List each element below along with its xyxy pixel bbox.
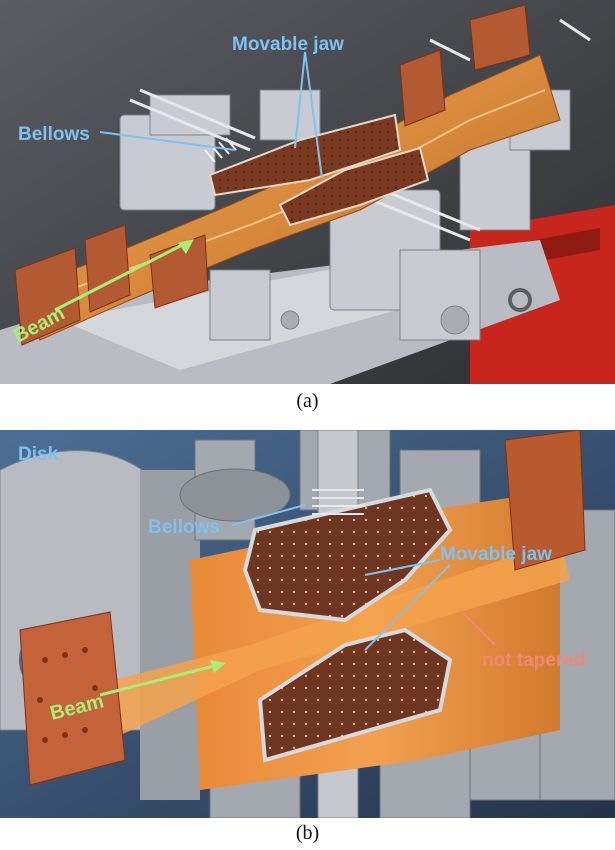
flange-bolts: [37, 647, 98, 743]
panel-b-illustration: Disk Bellows Movable jaw not tapered Bea…: [0, 430, 615, 818]
caption-a: (a): [296, 390, 319, 412]
label-disk-b: Disk: [18, 444, 59, 465]
beam-arrow-head-a: [178, 239, 194, 254]
annotation-lines-b: [231, 504, 451, 651]
beam-arrow-line-a: [54, 240, 189, 312]
steel-mechanisms: [119, 89, 571, 341]
movable-jaw-lower-b: [257, 627, 453, 763]
right-flange-b: [504, 430, 586, 571]
beam-arrow-line-b: [99, 663, 219, 697]
panel-a: Movable jaw Bellows Beam: [0, 0, 615, 384]
panel-b: Disk Bellows Movable jaw not tapered Bea…: [0, 430, 615, 818]
disk-edge: [140, 470, 200, 800]
annotation-lines-a: [99, 51, 323, 179]
label-bellows-b: Bellows: [148, 517, 220, 538]
label-bellows-a: Bellows: [18, 124, 90, 145]
movable-jaw-upper-b: [242, 487, 453, 623]
caption-b: (b): [295, 822, 320, 844]
movable-jaw-lower: [278, 146, 430, 227]
beam-arrow-head-b: [210, 660, 226, 673]
not-tapered-line: [459, 609, 496, 646]
label-movable-jaw-a: Movable jaw: [232, 34, 344, 55]
panel-a-illustration: Movable jaw Bellows Beam: [0, 0, 615, 384]
bellows-b: [312, 489, 364, 515]
beam-pipe-b: [95, 540, 570, 740]
label-movable-jaw-b: Movable jaw: [440, 544, 552, 565]
label-not-tapered-b: not tapered: [482, 650, 585, 671]
movable-jaw-upper: [208, 113, 402, 197]
